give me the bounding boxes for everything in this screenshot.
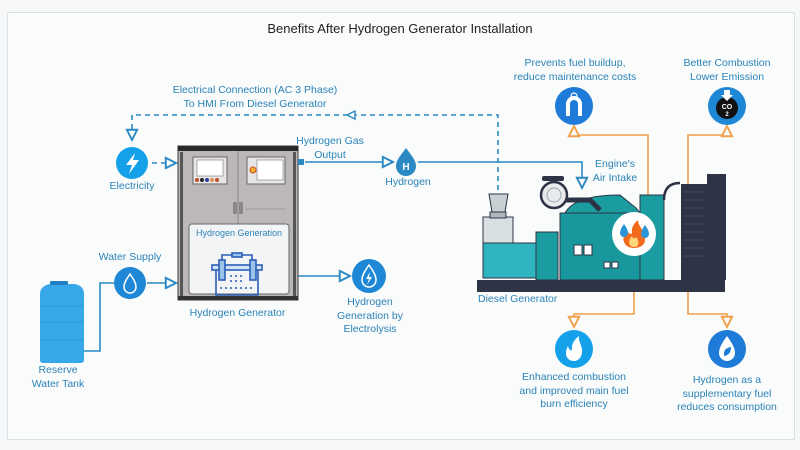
hydrogen-label: Hydrogen <box>385 176 431 188</box>
engine-air-intake-label: Engine's Air Intake <box>585 158 645 185</box>
hydrogen-gas-output-line2: Output <box>314 148 346 161</box>
engine-air-intake-line2: Air Intake <box>592 171 638 184</box>
hydrogen-generator-label: Hydrogen Generator <box>189 307 286 319</box>
water-supply-line <box>84 282 114 352</box>
prevents-line1: Prevents fuel buildup, <box>524 57 626 69</box>
supplementary-line1: Hydrogen as a <box>692 374 762 386</box>
reserve-water-tank <box>40 281 84 363</box>
reserve-tank-line1: Reserve <box>38 364 78 376</box>
water-drop-icon <box>114 267 146 299</box>
hydrogen-gas-output-line1: Hydrogen Gas <box>296 135 364 147</box>
electrolysis-line3: Electrolysis <box>343 323 397 335</box>
diesel-generator <box>477 174 726 292</box>
svg-text:CO: CO <box>722 104 733 111</box>
air-intake-line <box>418 161 582 188</box>
electrolysis-cell-icon <box>211 252 263 296</box>
diagram-title: Benefits After Hydrogen Generator Instal… <box>267 21 533 36</box>
electrical-connection-label: Electrical Connection (AC 3 Phase) To HM… <box>150 84 360 111</box>
reserve-tank-line2: Water Tank <box>31 377 85 390</box>
diesel-generator-label: Diesel Generator <box>478 293 558 305</box>
electricity-icon <box>116 147 148 179</box>
leaf-drop-icon <box>708 330 746 368</box>
svg-text:H: H <box>402 162 409 173</box>
supplementary-line3: reduces consumption <box>677 401 777 413</box>
prevents-line2: reduce maintenance costs <box>513 70 637 83</box>
better-line2: Lower Emission <box>689 70 765 83</box>
benefit-line-better <box>687 126 727 190</box>
better-line1: Better Combustion <box>683 57 771 69</box>
hydrogen-generation-panel-label: Hydrogen Generation <box>195 228 283 238</box>
svg-text:2: 2 <box>725 112 729 118</box>
benefit-line-prevents <box>574 126 649 200</box>
enhanced-line2: and improved main fuel <box>519 384 629 397</box>
electrolysis-label: Hydrogen Generation by Electrolysis <box>334 296 406 337</box>
enhanced-line1: Enhanced combustion <box>522 371 626 383</box>
engine-air-intake-line1: Engine's <box>595 158 635 170</box>
electrolysis-line2: Generation by <box>337 309 403 322</box>
co2-cloud-icon: CO 2 <box>708 87 746 125</box>
hydrogen-gas-output-label: Hydrogen Gas Output <box>292 135 368 162</box>
electricity-label: Electricity <box>109 180 155 192</box>
prevents-label: Prevents fuel buildup, reduce maintenanc… <box>510 57 640 84</box>
drop-with-bolt-icon <box>352 259 386 293</box>
electrical-connection-line1: Electrical Connection (AC 3 Phase) <box>172 84 338 96</box>
enhanced-line3: burn efficiency <box>540 398 608 410</box>
reserve-water-tank-label: Reserve Water Tank <box>28 364 88 391</box>
water-supply-label: Water Supply <box>98 251 162 263</box>
supplementary-fuel-label: Hydrogen as a supplementary fuel reduces… <box>667 374 787 415</box>
supplementary-line2: supplementary fuel <box>682 387 772 400</box>
electrical-connection-line <box>132 114 499 190</box>
electrolysis-line1: Hydrogen <box>347 296 393 308</box>
hydrogen-drop-icon: H <box>396 148 416 176</box>
hydrogen-generator-cabinet <box>177 145 304 301</box>
enhanced-combustion-label: Enhanced combustion and improved main fu… <box>514 371 634 412</box>
flame-icon <box>555 330 593 368</box>
electrical-connection-line2: To HMI From Diesel Generator <box>183 97 327 110</box>
maintenance-magnet-icon <box>555 87 593 125</box>
electrical-direction-arrow <box>345 109 356 121</box>
better-combustion-label: Better Combustion Lower Emission <box>677 57 777 84</box>
fire-icon <box>623 220 646 248</box>
